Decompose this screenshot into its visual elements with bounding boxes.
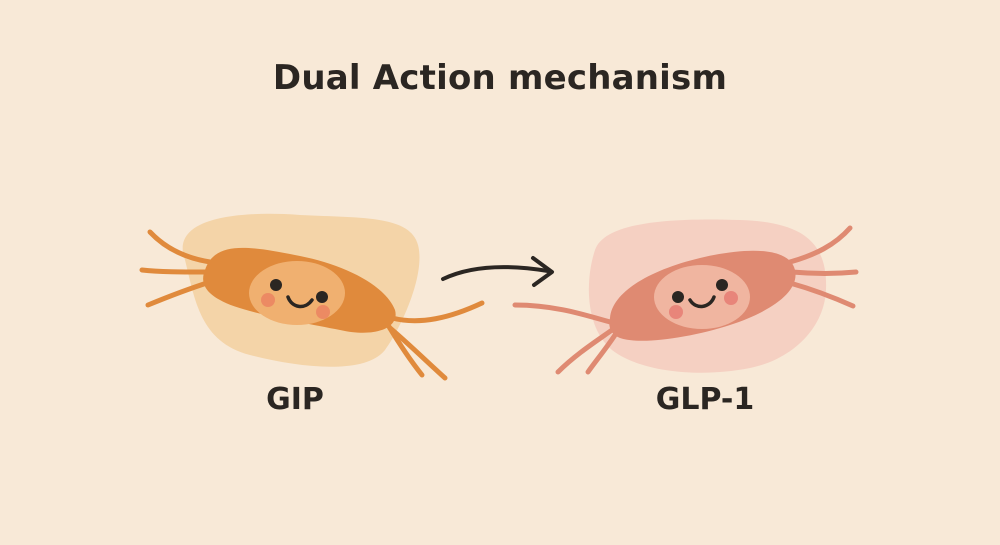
glp1-cell-group <box>512 219 859 375</box>
diagram-title: Dual Action mechanism <box>272 58 728 98</box>
gip-flagella-left <box>139 229 213 308</box>
gip-nucleus <box>249 261 345 325</box>
gip-flagella-right <box>385 300 485 381</box>
arrow-gip-to-glp1 <box>441 256 554 287</box>
gip-cell-group <box>139 213 485 381</box>
gip-face <box>261 279 330 319</box>
glp1-flagella-right <box>787 225 859 309</box>
glp1-face <box>669 279 738 319</box>
glp1-label: GLP-1 <box>655 382 755 417</box>
gip-label: GIP <box>266 382 324 417</box>
glp1-flagella-left <box>512 302 618 375</box>
